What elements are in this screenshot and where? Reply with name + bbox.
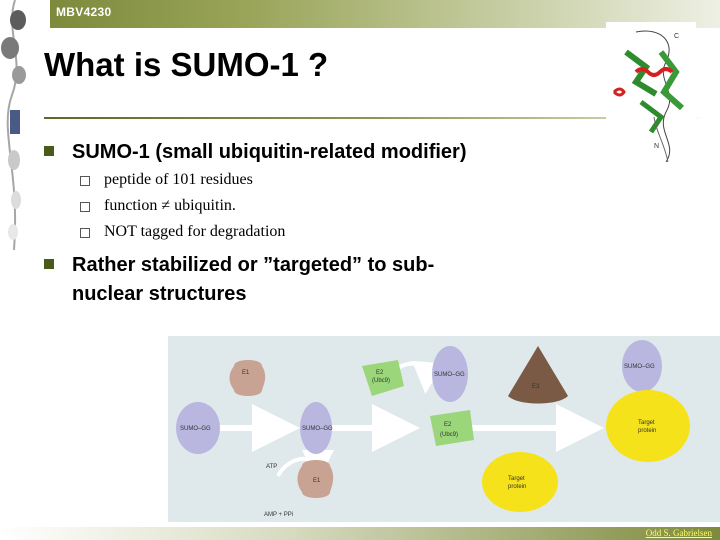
bullet-2-line-1: Rather stabilized or ”targeted” to sub- (72, 254, 435, 276)
subbullet-2: function ≠ ubiquitin. (104, 197, 236, 214)
sumo-top-center-label: SUMO–GG (434, 372, 465, 378)
subbullet-1: peptide of 101 residues (104, 171, 253, 188)
title-underline (44, 117, 706, 119)
sumo-right-label: SUMO–GG (624, 364, 655, 370)
sumo-mid-shape (300, 402, 332, 454)
sumoylation-pathway-diagram: E1 SUMO–GG SUMO–GG E1 ATP AMP + PPi E2 (… (168, 336, 720, 522)
e2-center-label-2: (Ubc9) (440, 432, 458, 438)
e2-center-label-1: E2 (444, 422, 452, 428)
sumo-left-label: SUMO–GG (180, 426, 211, 432)
sumo-structure-image: C N (606, 22, 696, 168)
subbullet-marker (80, 228, 90, 238)
amp-label: AMP + PPi (264, 512, 293, 518)
e1-top-shape (229, 360, 266, 396)
e3-shape (508, 346, 568, 404)
target-bottom-shape (482, 452, 558, 512)
e1-mid-label: E1 (313, 478, 321, 484)
n-terminus-label: N (654, 143, 659, 150)
footer-bar (0, 527, 720, 540)
bullet-marker (44, 146, 54, 156)
target-bottom-label-1: Target (508, 476, 525, 482)
author-credit: Odd S. Gabrielsen (645, 528, 712, 538)
sumo-left-shape (176, 402, 220, 454)
slide-title: What is SUMO-1 ? (44, 46, 329, 83)
e2-top-label-2: (Ubc9) (372, 378, 390, 384)
target-right-label-2: protein (638, 428, 656, 434)
e3-label: E3 (532, 384, 540, 390)
atp-label: ATP (266, 464, 277, 470)
decorative-strand (0, 0, 30, 250)
subbullet-marker (80, 176, 90, 186)
e2-center-shape (430, 410, 474, 446)
target-bottom-label-2: protein (508, 484, 526, 490)
bullet-marker (44, 259, 54, 269)
c-terminus-label: C (674, 33, 679, 40)
e1-top-label: E1 (242, 370, 250, 376)
bullet-2-line-2: nuclear structures (72, 283, 247, 305)
sumo-mid-label: SUMO–GG (302, 426, 333, 432)
subbullet-marker (80, 202, 90, 212)
sumo-right-shape (622, 340, 662, 392)
e1-mid-shape (297, 460, 334, 498)
e2-top-label-1: E2 (376, 370, 384, 376)
e2-top-shape (362, 360, 404, 396)
course-code: MBV4230 (56, 5, 112, 19)
subbullet-3: NOT tagged for degradation (104, 223, 286, 240)
target-right-label-1: Target (638, 420, 655, 426)
sumo-top-center-shape (432, 346, 468, 402)
target-right-shape (606, 390, 690, 462)
bullet-1-text: SUMO-1 (small ubiquitin-related modifier… (72, 141, 467, 163)
